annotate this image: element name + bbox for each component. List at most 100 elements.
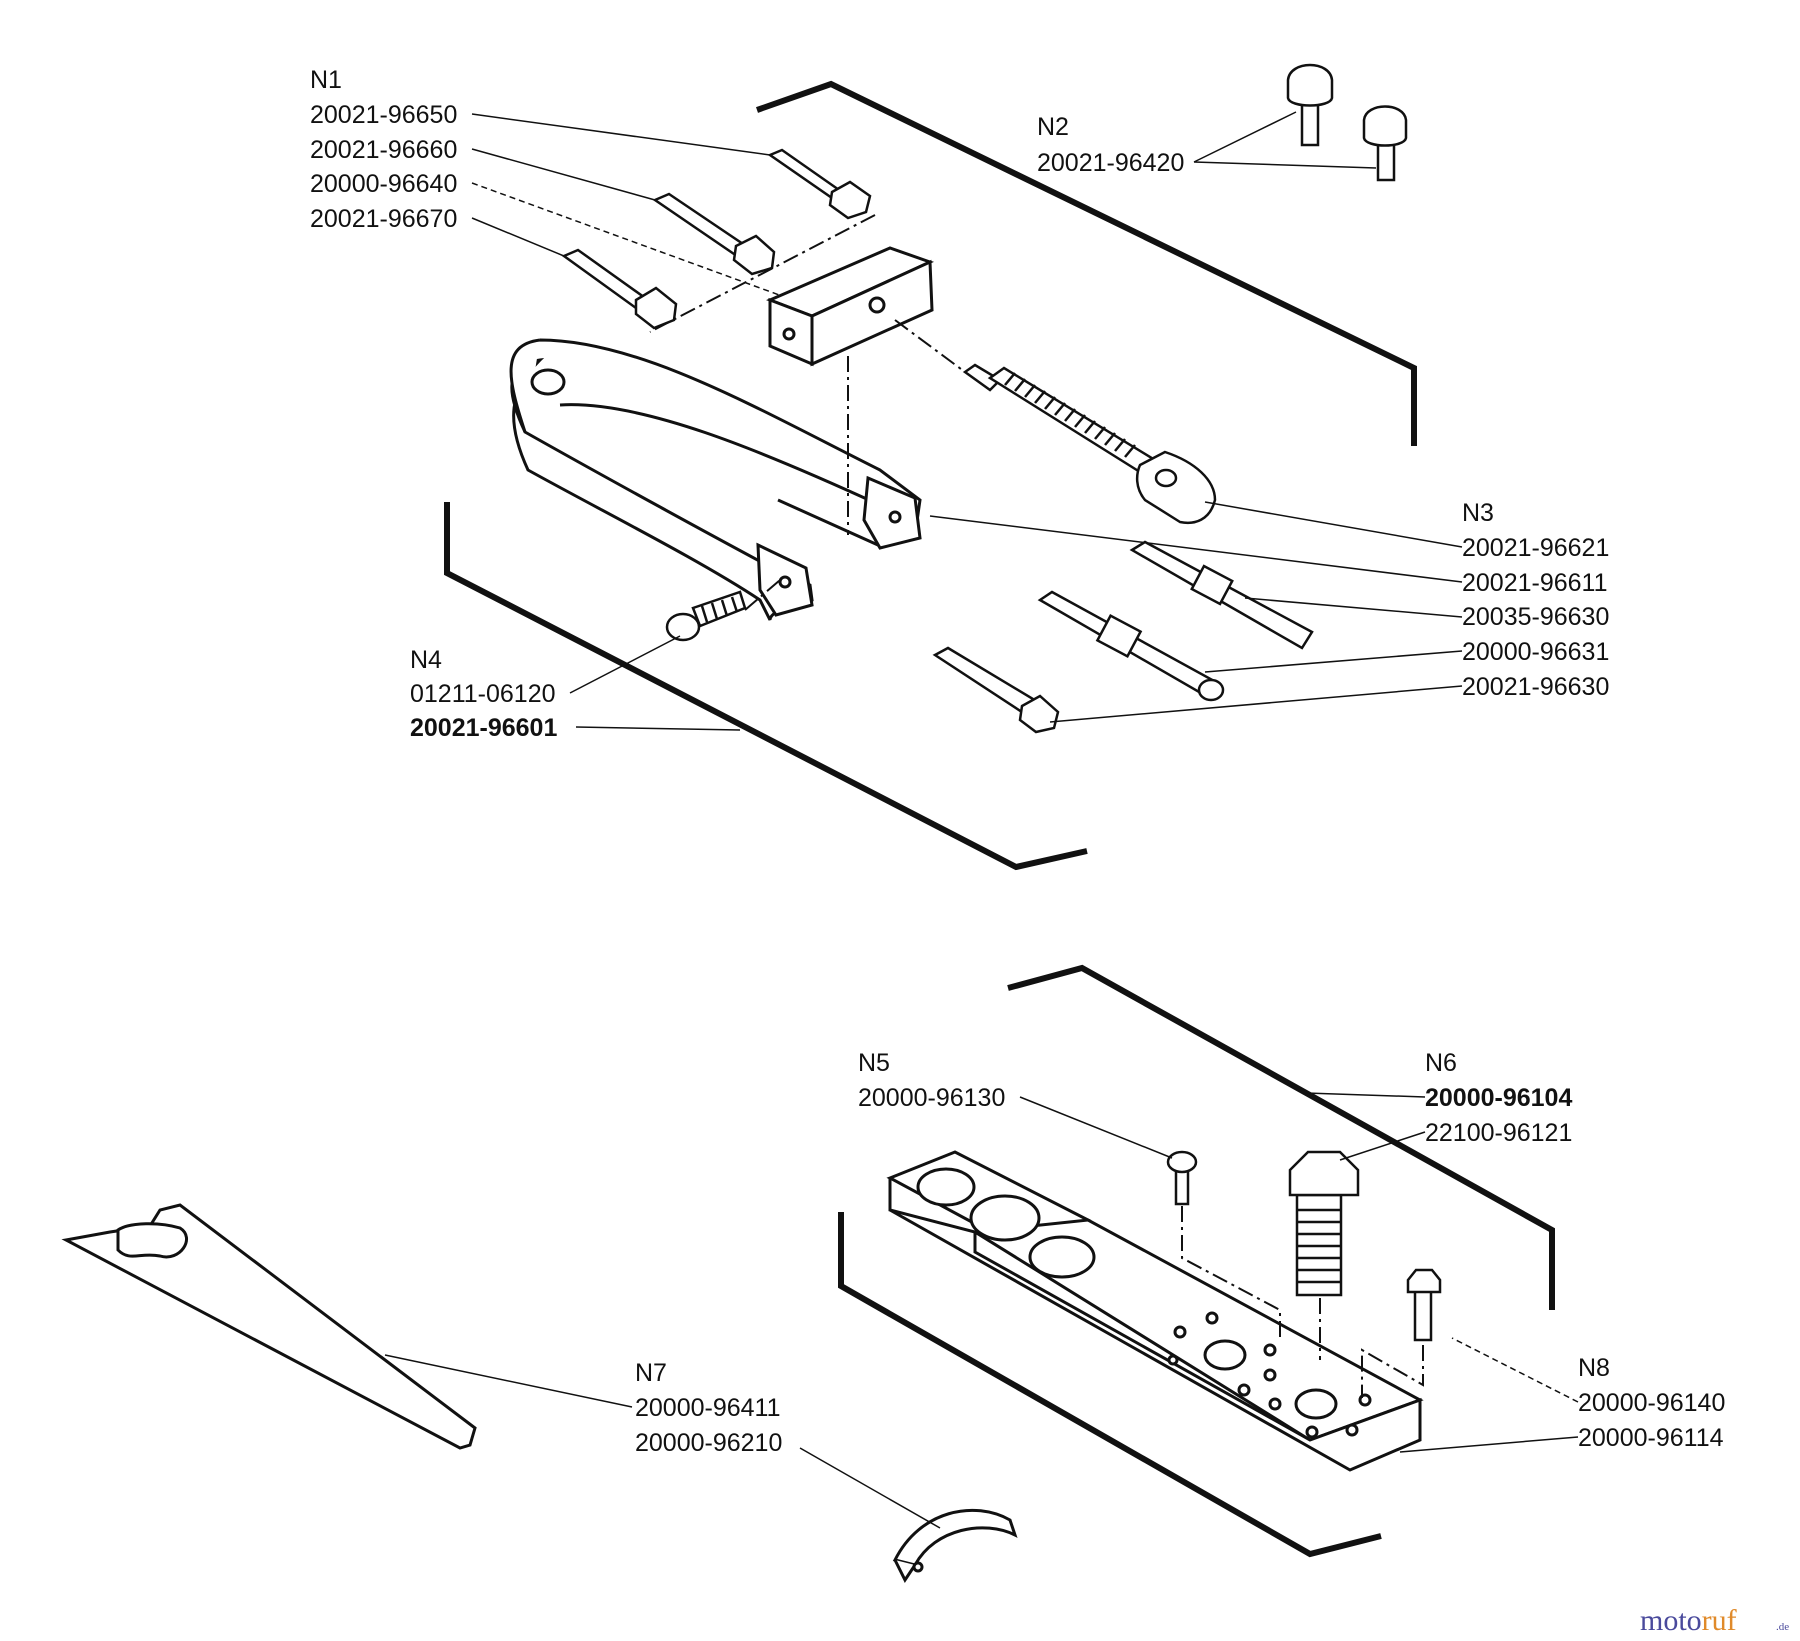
bolt-96130-head xyxy=(1166,1150,1198,1174)
n3-spindle xyxy=(962,363,1217,524)
watermark-suffix: .de xyxy=(1776,1621,1789,1633)
watermark-text: motoruf xyxy=(1640,1604,1737,1637)
leader-96621 xyxy=(1204,501,1463,548)
leader-96411 xyxy=(384,1354,633,1408)
n1-part-4: 20021-96670 xyxy=(310,205,457,233)
spindle-handle-hole xyxy=(1154,468,1178,488)
n4-part-1: 01211-06120 xyxy=(410,680,556,708)
n7-title: N7 xyxy=(635,1359,667,1387)
n8-part-1: 20000-96140 xyxy=(1578,1389,1725,1417)
leader-96420-b xyxy=(1193,161,1377,169)
group-n2-labels: N2 20021-96420 xyxy=(1037,113,1184,177)
plate-hole-2 xyxy=(969,1194,1041,1242)
n2-knobs xyxy=(1286,63,1408,182)
n1-part-2: 20021-96660 xyxy=(310,136,457,164)
leader-96611 xyxy=(929,515,1463,583)
bolt-96121-head xyxy=(1288,1150,1360,1197)
group-n7-labels: N7 20000-96411 20000-96210 xyxy=(635,1359,782,1457)
plate-boss-2 xyxy=(1294,1388,1338,1420)
knob-2-head xyxy=(1362,105,1408,147)
n2-part-1: 20021-96420 xyxy=(1037,149,1184,177)
n7-part-2: 20000-96210 xyxy=(635,1429,782,1457)
plate-front xyxy=(888,1178,1422,1472)
leader-21-96630 xyxy=(1049,685,1463,723)
leader-35-96630 xyxy=(1244,597,1463,618)
bearing-hole xyxy=(912,1561,924,1573)
pin-96660-nut xyxy=(732,234,776,276)
n4-part-2: 20021-96601 xyxy=(410,714,557,742)
plate-small-hole-1 xyxy=(1173,1325,1187,1339)
leader-96420-a xyxy=(1193,111,1297,163)
leader-06120 xyxy=(569,635,681,694)
pin-96630a-collar xyxy=(1190,564,1234,606)
n2-title: N2 xyxy=(1037,113,1069,141)
plate-small-hole-5 xyxy=(1237,1383,1251,1397)
dash-screw-strap xyxy=(744,579,781,611)
leader-96601 xyxy=(575,726,741,731)
pin-96650-nut xyxy=(828,180,872,220)
spindle-shaft xyxy=(987,366,1158,474)
n3-part-2: 20021-96611 xyxy=(1462,569,1608,597)
pin-96631-end xyxy=(1197,678,1225,702)
leader-96121 xyxy=(1339,1131,1426,1161)
leader-96130 xyxy=(1019,1096,1173,1159)
leader-96640 xyxy=(471,182,783,297)
n3-part-5: 20021-96630 xyxy=(1462,673,1609,701)
block-side xyxy=(810,259,934,367)
n5-title: N5 xyxy=(858,1049,890,1077)
watermark-logo: motoruf .de xyxy=(1640,1604,1789,1637)
n1-title: N1 xyxy=(310,66,342,94)
screw-head xyxy=(665,612,701,642)
strap-hole xyxy=(530,368,566,396)
n1-pins xyxy=(561,148,872,330)
bolt-96121-thread xyxy=(1297,1208,1341,1284)
block-hole-front xyxy=(782,327,796,341)
bracket-bottom-right xyxy=(1007,964,1555,1310)
pin-96660 xyxy=(652,192,749,256)
leader-96140 xyxy=(1451,1337,1579,1403)
leader-96104 xyxy=(1305,1092,1426,1098)
n7-parts xyxy=(61,1203,1018,1583)
n7-part-1: 20000-96411 xyxy=(635,1394,781,1422)
n6-part-2: 22100-96121 xyxy=(1425,1119,1572,1147)
block-hole-side xyxy=(868,296,886,314)
plate-bolts xyxy=(1166,1150,1442,1342)
bracket-top-right xyxy=(756,80,1417,446)
plate-assembly xyxy=(886,1150,1424,1472)
n6-title: N6 xyxy=(1425,1049,1457,1077)
plate-hole-3 xyxy=(1028,1235,1096,1279)
leader-96670 xyxy=(471,217,565,257)
n3-part-4: 20000-96631 xyxy=(1462,638,1609,666)
leader-96650 xyxy=(471,113,771,156)
pin-96630b-nut xyxy=(1018,694,1060,734)
bearing-shell xyxy=(892,1508,1018,1567)
plate-small-hole-6 xyxy=(1268,1397,1282,1411)
group-n4-labels: N4 01211-06120 20021-96601 xyxy=(410,646,557,742)
bolt-96140-head xyxy=(1406,1268,1442,1294)
pin-96650 xyxy=(767,148,845,200)
leader-lines xyxy=(384,111,1579,1529)
bearing-side xyxy=(893,1559,917,1583)
plate-small-hole-10 xyxy=(1167,1354,1179,1366)
plate-boss-1 xyxy=(1203,1339,1247,1371)
group-brackets xyxy=(444,80,1555,1558)
dash-plate-96130 xyxy=(1181,1206,1281,1338)
leader-96114 xyxy=(1399,1436,1579,1453)
n3-title: N3 xyxy=(1462,499,1494,527)
assembly-lines xyxy=(649,214,1424,1398)
plate-small-hole-8 xyxy=(1345,1423,1359,1437)
n4-title: N4 xyxy=(410,646,442,674)
group-n3-labels: N3 20021-96621 20021-96611 20035-96630 2… xyxy=(1462,499,1609,701)
leader-96660 xyxy=(471,148,656,201)
n1-part-3: 20000-96640 xyxy=(310,170,457,198)
n8-title: N8 xyxy=(1578,1354,1610,1382)
n3-pins xyxy=(932,540,1314,734)
group-n1-labels: N1 20021-96650 20021-96660 20000-96640 2… xyxy=(310,66,457,233)
plate-small-hole-2 xyxy=(1205,1311,1219,1325)
plate-small-hole-4 xyxy=(1263,1368,1277,1382)
spindle-handle xyxy=(1135,450,1217,524)
strap-end-hole xyxy=(888,510,902,524)
n6-part-1: 20000-96104 xyxy=(1425,1084,1572,1112)
pin-96631-collar xyxy=(1095,613,1143,659)
